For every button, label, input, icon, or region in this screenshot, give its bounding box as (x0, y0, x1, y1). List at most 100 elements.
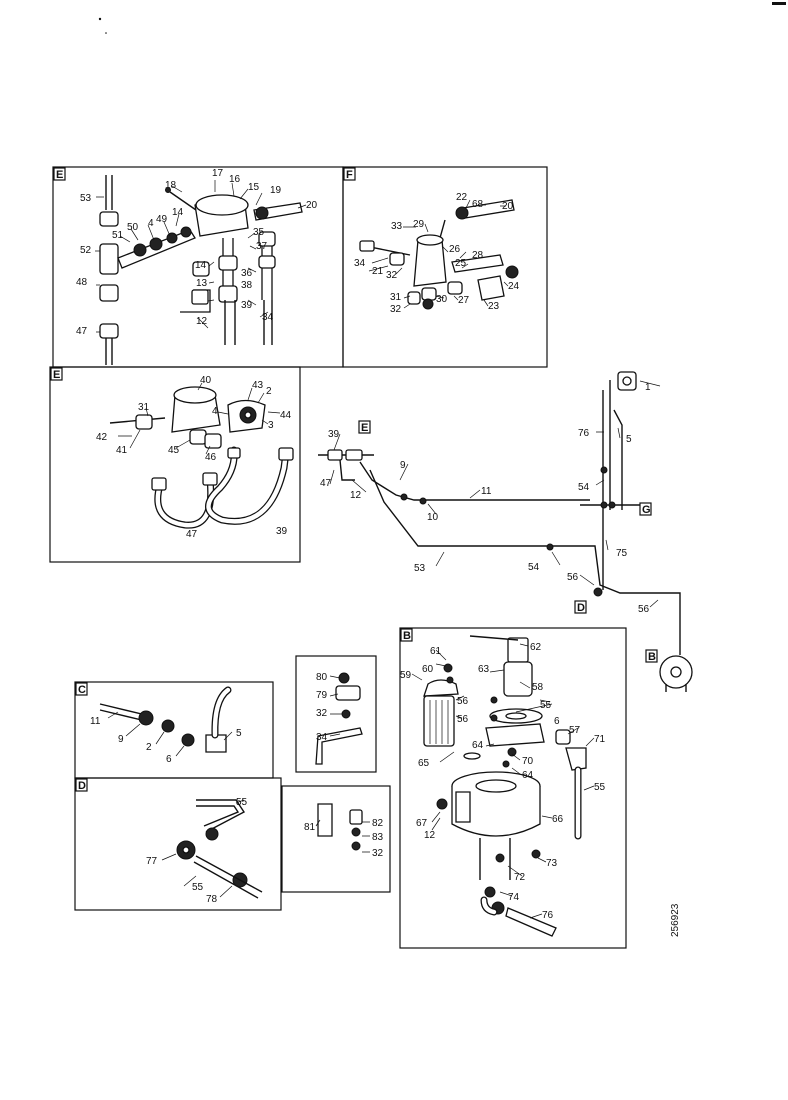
part-number-label: 28 (472, 250, 484, 261)
part-number-label: 43 (252, 380, 264, 391)
part-number-label: 22 (456, 192, 468, 203)
section-marker-label: D (78, 780, 86, 792)
callout-c: C 11 9 2 6 5 (74, 681, 274, 779)
part-number-label: 49 (156, 214, 168, 225)
part-number-label: 57 (569, 725, 581, 736)
part-number-label: 64 (472, 740, 484, 751)
part-number-label: 56 (638, 604, 650, 615)
part-number-label: 74 (508, 892, 520, 903)
part-number-label: 54 (578, 482, 590, 493)
section-marker-label: E (361, 422, 368, 434)
part-number-label: 81 (304, 822, 316, 833)
part-number-label: 39 (328, 429, 340, 440)
part-number-label: 65 (418, 758, 430, 769)
part-number-label: 6 (554, 716, 560, 727)
part-number-label: 54 (528, 562, 540, 573)
callout-i: 81 82 83 32 (281, 785, 391, 893)
part-number-label: 51 (112, 230, 124, 241)
part-number-label: 31 (390, 292, 402, 303)
part-number-label: 2 (146, 742, 152, 753)
part-number-label: 33 (391, 221, 403, 232)
part-number-label: 16 (229, 174, 241, 185)
part-number-label: 26 (449, 244, 461, 255)
part-number-label: 1 (645, 382, 651, 393)
part-number-label: 38 (241, 280, 253, 291)
part-number-label: 34 (354, 258, 366, 269)
part-number-label: 62 (530, 642, 542, 653)
part-number-label: 53 (414, 563, 426, 574)
part-number-label: 46 (205, 452, 217, 463)
part-number-label: 44 (280, 410, 292, 421)
callout-e: E 53 18 17 16 15 19 20 51 (52, 166, 344, 368)
part-number-label: 11 (481, 486, 492, 497)
part-number-label: 55 (236, 797, 248, 808)
part-number-label: 11 (90, 716, 101, 727)
part-number-label: 76 (542, 910, 554, 921)
part-number-label: 4 (212, 406, 218, 417)
section-marker-label: E (56, 169, 63, 181)
part-number-label: 10 (427, 512, 439, 523)
part-number-label: 14 (195, 260, 207, 271)
part-number-label: 32 (316, 708, 328, 719)
part-number-label: 68 (472, 199, 484, 210)
section-marker-label: E (53, 369, 60, 381)
section-marker-label: G (642, 504, 651, 516)
callout-g: E 40 43 2 31 4 44 42 3 41 45 46 47 39 (49, 366, 301, 563)
part-number-label: 3 (268, 420, 274, 431)
part-number-label: 12 (196, 316, 208, 327)
callout-h: 80 79 32 34 (295, 655, 377, 773)
page-speck (105, 32, 107, 34)
part-number-label: 25 (455, 258, 467, 269)
part-number-label: 19 (270, 185, 282, 196)
part-number-label: 21 (372, 266, 384, 277)
part-number-label: 17 (212, 168, 224, 179)
part-number-label: 78 (206, 894, 218, 905)
part-number-label: 63 (478, 664, 490, 675)
part-number-label: 4 (148, 218, 154, 229)
part-number-label: 2 (266, 386, 272, 397)
part-number-label: 12 (350, 490, 362, 501)
part-number-label: 48 (76, 277, 88, 288)
part-number-label: 37 (256, 241, 268, 252)
section-marker-label: D (577, 602, 585, 614)
part-number-label: 32 (372, 848, 384, 859)
part-number-label: 23 (488, 301, 500, 312)
part-number-label: 67 (416, 818, 428, 829)
part-number-label: 56 (567, 572, 579, 583)
section-marker-label: B (648, 651, 656, 663)
part-number-label: 39 (276, 526, 288, 537)
figure-number: 256923 (670, 903, 681, 937)
part-number-label: 83 (372, 832, 384, 843)
main-pipe-routing: E G D B 39 47 12 9 10 11 53 54 56 1 76 5… (318, 371, 693, 692)
part-number-label: 64 (522, 770, 534, 781)
part-number-label: 29 (413, 219, 425, 230)
part-number-label: 12 (424, 830, 436, 841)
part-number-label: 56 (457, 696, 469, 707)
part-number-label: 13 (196, 278, 208, 289)
page-corner-mark (772, 2, 786, 5)
part-number-label: 79 (316, 690, 328, 701)
part-number-label: 58 (532, 682, 544, 693)
part-number-label: 56 (457, 714, 469, 725)
part-number-label: 47 (186, 529, 198, 540)
part-number-label: 6 (166, 754, 172, 765)
part-number-label: 15 (248, 182, 260, 193)
part-number-label: 9 (118, 734, 124, 745)
part-number-label: 75 (616, 548, 628, 559)
part-number-label: 42 (96, 432, 108, 443)
part-number-label: 59 (400, 670, 412, 681)
part-number-label: 20 (502, 201, 514, 212)
section-marker-label: F (346, 169, 353, 181)
part-number-label: 55 (540, 700, 552, 711)
part-number-label: 72 (514, 872, 526, 883)
part-number-label: 31 (138, 402, 150, 413)
part-number-label: 47 (320, 478, 332, 489)
part-number-label: 32 (386, 270, 398, 281)
part-number-label: 73 (546, 858, 558, 869)
part-number-label: 9 (400, 460, 406, 471)
part-number-label: 60 (422, 664, 434, 675)
part-number-label: 5 (626, 434, 632, 445)
section-marker-label: B (403, 630, 411, 642)
part-number-label: 80 (316, 672, 328, 683)
